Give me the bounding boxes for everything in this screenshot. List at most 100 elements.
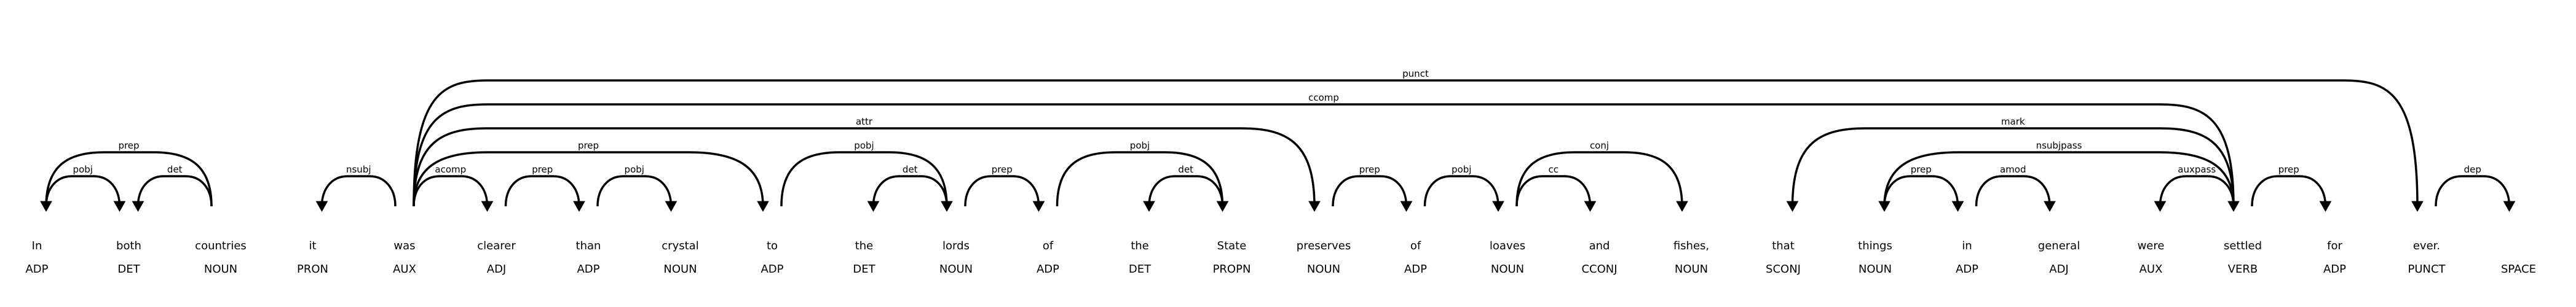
token-word: State bbox=[1217, 239, 1247, 252]
arc-label: prep bbox=[532, 164, 553, 175]
arc-label: pobj bbox=[1452, 164, 1471, 175]
arc-label: cc bbox=[1549, 164, 1559, 175]
token-word: than bbox=[576, 239, 601, 252]
arrowhead-icon bbox=[1676, 201, 1688, 212]
arrowhead-icon bbox=[1951, 201, 1964, 212]
words-layer: InADPbothDETcountriesNOUNitPRONwasAUXcle… bbox=[25, 239, 2536, 276]
token-word: in bbox=[1962, 239, 1972, 252]
arc-label: punct bbox=[1402, 68, 1429, 79]
arc-line bbox=[320, 175, 397, 207]
arc-line bbox=[1515, 175, 1592, 207]
token-word: both bbox=[116, 239, 141, 252]
token-tag: CCONJ bbox=[1581, 263, 1617, 276]
arc-label: attr bbox=[856, 116, 873, 127]
dependency-arc: det bbox=[1143, 164, 1224, 212]
token-tag: ADP bbox=[25, 263, 48, 276]
arc-label: amod bbox=[2000, 164, 2026, 175]
dependency-arc: prep bbox=[2251, 164, 2332, 212]
arc-label: prep bbox=[578, 140, 599, 151]
token-tag: SCONJ bbox=[1766, 263, 1801, 276]
token-word: of bbox=[1410, 239, 1421, 252]
token-word: clearer bbox=[477, 239, 516, 252]
arc-label: det bbox=[903, 164, 918, 175]
arc-line bbox=[413, 103, 2235, 207]
dependency-arc: attr bbox=[413, 116, 1321, 212]
arc-line bbox=[45, 151, 213, 207]
arc-label: ccomp bbox=[1308, 92, 1339, 103]
token-tag: DET bbox=[853, 263, 875, 276]
arc-line bbox=[1791, 127, 2235, 207]
arc-label: conj bbox=[1590, 140, 1609, 151]
token-word: In bbox=[32, 239, 42, 252]
arc-line bbox=[596, 175, 673, 207]
arrowhead-icon bbox=[867, 201, 880, 212]
dependency-arc: pobj bbox=[1056, 140, 1229, 212]
arc-label: pobj bbox=[625, 164, 644, 175]
arrowhead-icon bbox=[113, 201, 126, 212]
arc-label: auxpass bbox=[2178, 164, 2216, 175]
arc-line bbox=[1056, 151, 1224, 207]
arc-label: dep bbox=[2464, 164, 2481, 175]
dependency-arc: prep bbox=[1332, 164, 1413, 212]
arrowhead-icon bbox=[573, 201, 585, 212]
token-tag: NOUN bbox=[663, 263, 697, 276]
arrowhead-icon bbox=[665, 201, 678, 212]
token-tag: ADP bbox=[1037, 263, 1059, 276]
token-tag: NOUN bbox=[1675, 263, 1708, 276]
arc-line bbox=[136, 175, 213, 207]
token-word: were bbox=[2138, 239, 2165, 252]
token-tag: PUNCT bbox=[2408, 263, 2446, 276]
arrowhead-icon bbox=[1143, 201, 1155, 212]
token-tag: NOUN bbox=[1859, 263, 1892, 276]
token-tag: ADJ bbox=[2049, 263, 2068, 276]
arc-label: prep bbox=[1911, 164, 1932, 175]
arrowhead-icon bbox=[1032, 201, 1045, 212]
arrowhead-icon bbox=[481, 201, 494, 212]
arc-label: prep bbox=[118, 140, 139, 151]
arrowhead-icon bbox=[1400, 201, 1413, 212]
token-word: preserves bbox=[1297, 239, 1351, 252]
arc-line bbox=[2159, 175, 2235, 207]
token-tag: ADP bbox=[2323, 263, 2346, 276]
token-tag: NOUN bbox=[1307, 263, 1340, 276]
token-tag: ADJ bbox=[487, 263, 506, 276]
arc-line bbox=[413, 127, 1316, 207]
token-tag: ADP bbox=[761, 263, 783, 276]
arc-line bbox=[1332, 175, 1408, 207]
arrowhead-icon bbox=[941, 201, 953, 212]
arrowhead-icon bbox=[132, 201, 144, 212]
arc-line bbox=[2251, 175, 2327, 207]
arc-line bbox=[1423, 175, 1499, 207]
token-word: that bbox=[1772, 239, 1795, 252]
token-word: lords bbox=[942, 239, 970, 252]
dependency-arc: pobj bbox=[45, 164, 126, 212]
token-word: settled bbox=[2224, 239, 2262, 252]
arrowhead-icon bbox=[2154, 201, 2167, 212]
token-tag: ADP bbox=[1404, 263, 1427, 276]
arc-line bbox=[45, 175, 121, 207]
arc-line bbox=[1883, 175, 1959, 207]
token-word: it bbox=[309, 239, 316, 252]
arrowhead-icon bbox=[2503, 201, 2516, 212]
dependency-arc: amod bbox=[1975, 164, 2056, 212]
arc-label: prep bbox=[1359, 164, 1380, 175]
token-word: the bbox=[1131, 239, 1149, 252]
arrowhead-icon bbox=[1584, 201, 1597, 212]
token-word: things bbox=[1858, 239, 1892, 252]
dependency-arc: mark bbox=[1786, 116, 2235, 212]
arc-label: acomp bbox=[435, 164, 466, 175]
